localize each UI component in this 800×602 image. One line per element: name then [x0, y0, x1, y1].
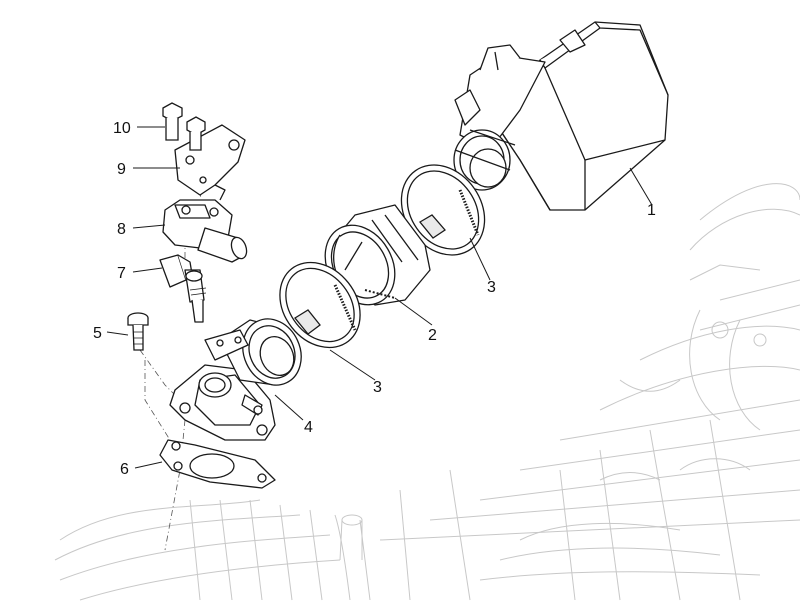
callout-1: 1	[647, 202, 656, 219]
callout-2: 2	[428, 327, 437, 344]
callout-8: 8	[117, 221, 126, 238]
gasket	[159, 439, 276, 489]
callout-7: 7	[117, 265, 126, 282]
callout-3-upper: 3	[487, 279, 496, 296]
callout-4: 4	[304, 419, 313, 436]
callout-5: 5	[93, 325, 102, 342]
hose-clamp-upper	[400, 164, 486, 256]
engine-background-outline	[54, 183, 800, 601]
throttle-body	[169, 318, 302, 441]
sensor	[159, 254, 207, 323]
leader-lines	[106, 126, 653, 469]
callout-10: 10	[113, 120, 131, 137]
bolt-pair	[162, 102, 206, 151]
callouts: 1 2 3 3 4 5 6 7 8 9 10	[93, 120, 656, 478]
callout-6: 6	[120, 461, 129, 478]
hose-clamp-lower	[279, 261, 361, 349]
bracket	[174, 124, 246, 201]
callout-3-lower: 3	[373, 379, 382, 396]
air-filter-box	[453, 21, 669, 211]
actuator	[162, 199, 248, 263]
screw	[127, 312, 149, 351]
callout-9: 9	[117, 161, 126, 178]
